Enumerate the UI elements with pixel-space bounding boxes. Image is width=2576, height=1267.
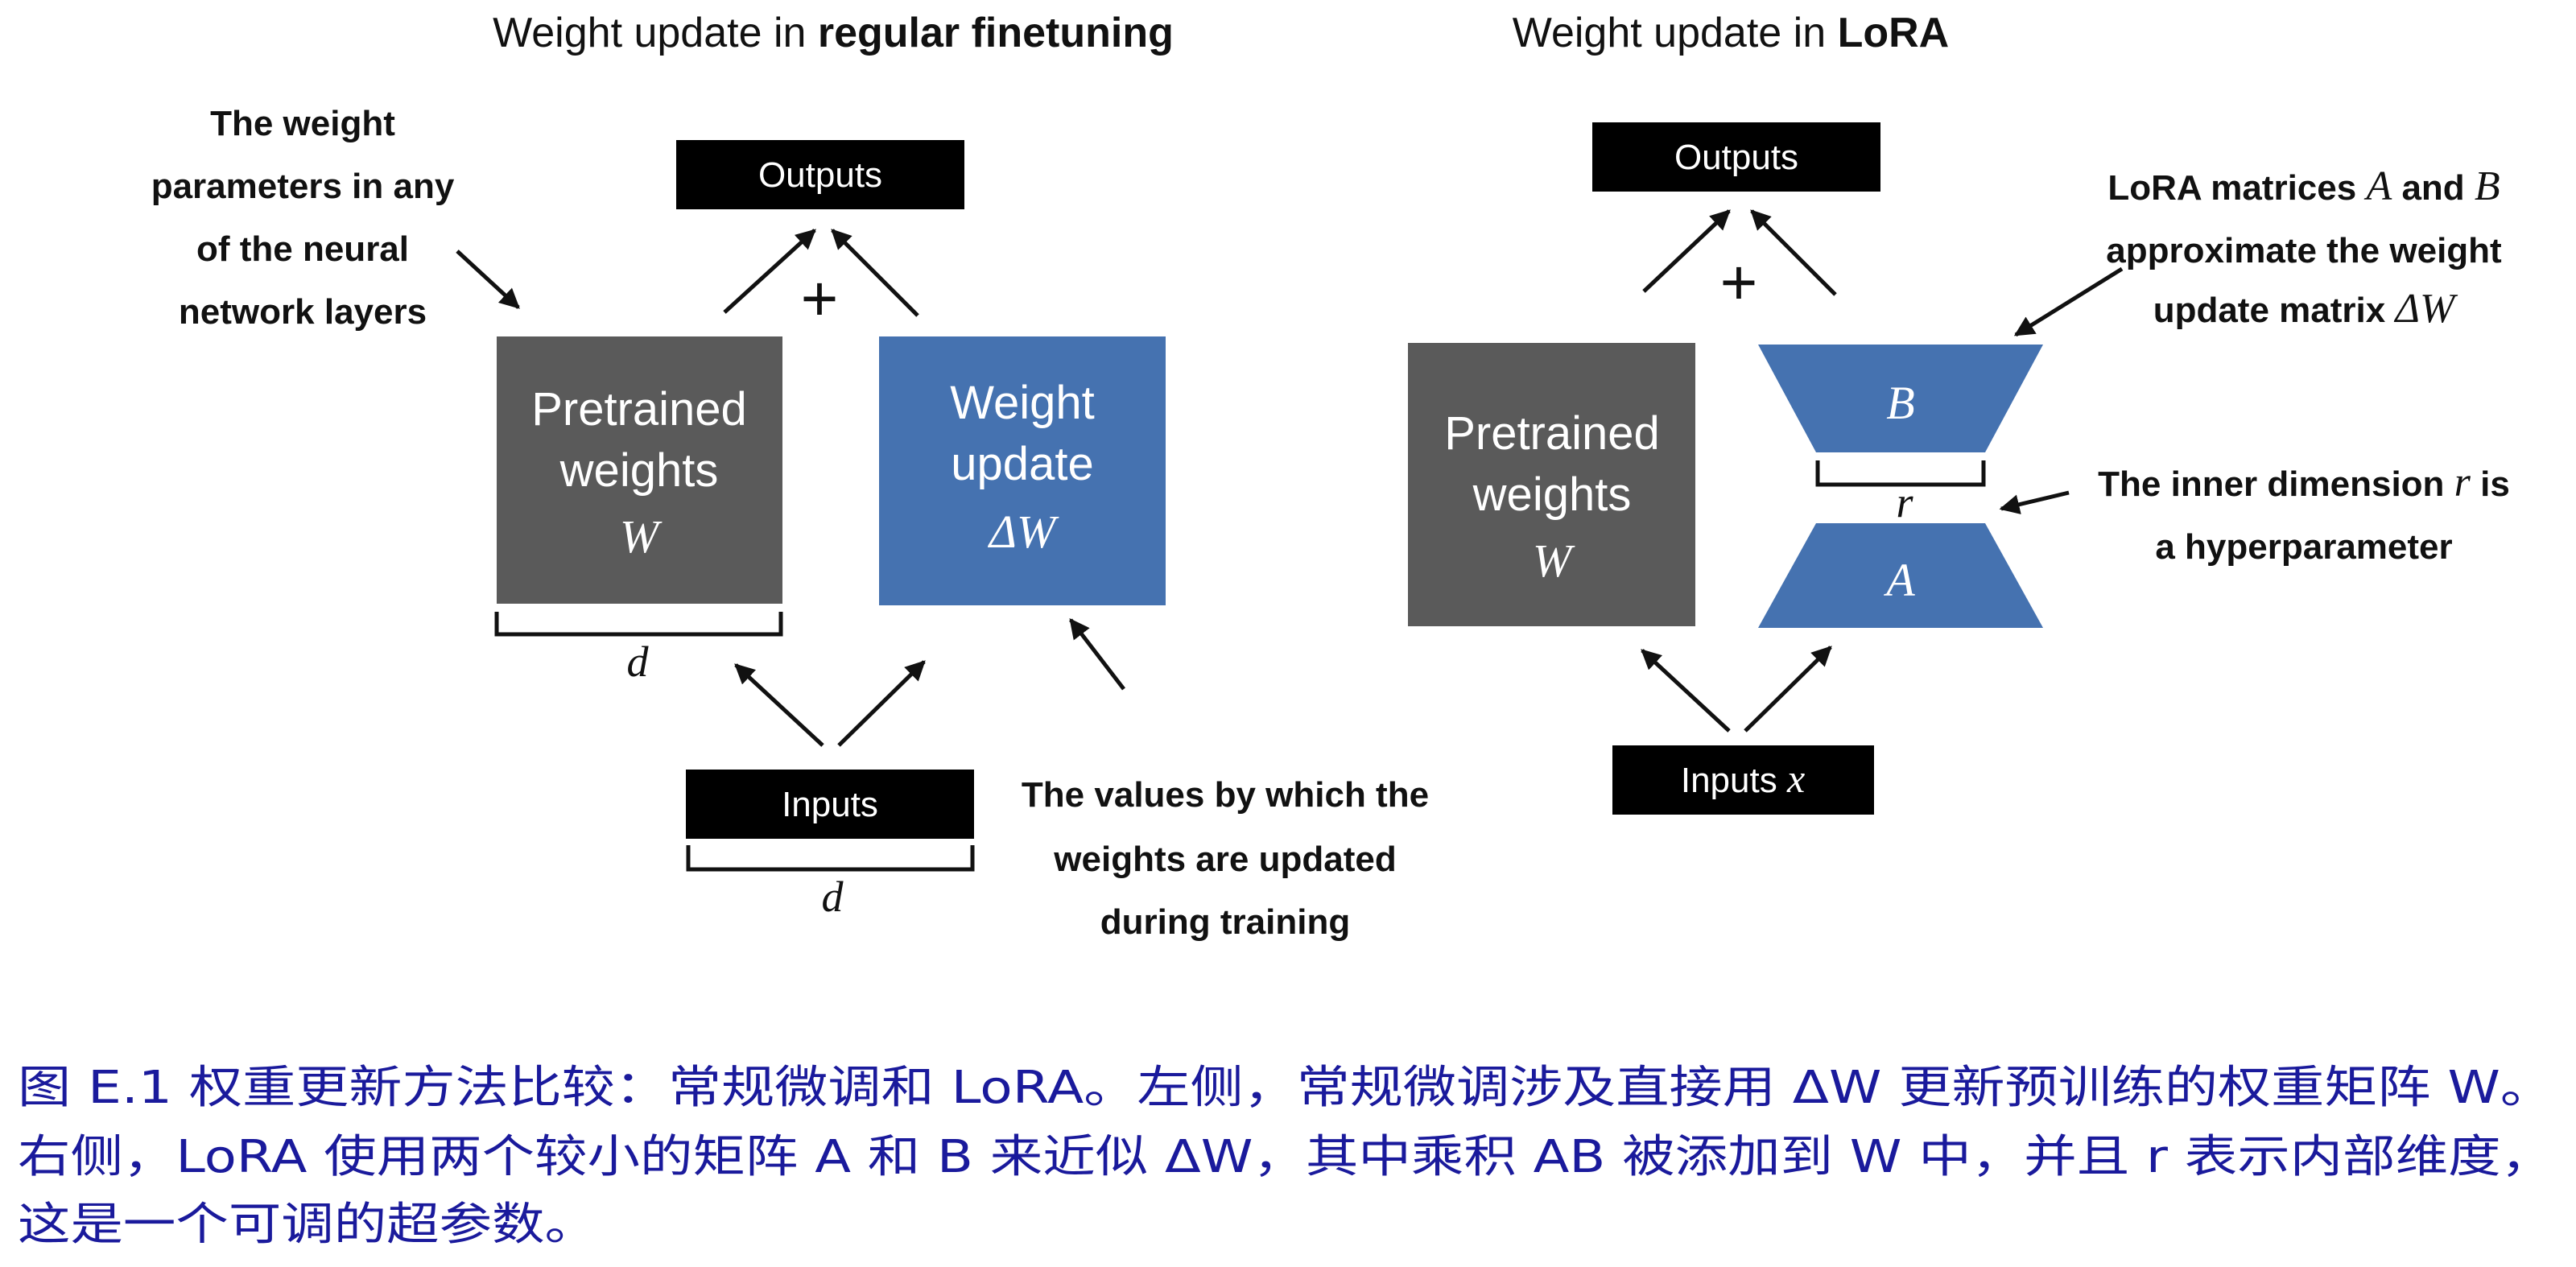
right-inputs-label: Inputs x — [1681, 756, 1805, 801]
left-annotation-weights-line3: of the neural — [196, 229, 409, 269]
right-outputs-label: Outputs — [1674, 138, 1798, 177]
right-arrow-to-outputs-1 — [1642, 209, 1731, 293]
right-annotation-rank-line2: a hyperparameter — [2155, 527, 2452, 567]
right-annotation-lora-mid: and — [2392, 168, 2475, 208]
lora-rank-bracket — [1815, 460, 1986, 487]
lora-matrix-a-shape — [1758, 523, 2043, 628]
figure-caption-line2: 右侧，LoRA 使用两个较小的矩阵 A 和 B 来近似 ΔW，其中乘积 AB 被… — [18, 1131, 2553, 1183]
lora-rank-label: r — [1896, 478, 1913, 526]
left-pretrained-line2: weights — [559, 444, 719, 497]
left-annotation-weights-line1: The weight — [210, 104, 395, 143]
right-annotation-lora-b: B — [2475, 163, 2500, 209]
left-outputs-box — [676, 140, 964, 209]
right-arrow-to-outputs-2 — [1750, 209, 1837, 296]
left-plus-sign: + — [801, 262, 839, 334]
right-arrow-inputs-to-lora — [1744, 646, 1832, 733]
left-annotation-values-line2: weights are updated — [1053, 840, 1396, 879]
right-pretrained-line1: Pretrained — [1444, 407, 1660, 460]
right-arrow-inputs-to-weights — [1641, 649, 1731, 733]
left-pretrained-weights-box — [497, 336, 782, 604]
right-annotation-lora-line3: update matrix ΔW — [2153, 286, 2458, 332]
left-annotation-values-line1: The values by which the — [1022, 775, 1429, 815]
right-panel-title: Weight update in LoRA — [1513, 10, 1949, 56]
right-title-prefix: Weight update in — [1513, 10, 1838, 56]
left-update-symbol: ΔW — [988, 506, 1059, 558]
right-title-bold: LoRA — [1838, 10, 1950, 56]
lora-matrix-b-label: B — [1886, 377, 1914, 429]
right-pretrained-symbol: W — [1533, 534, 1575, 587]
right-plus-sign: + — [1720, 246, 1758, 318]
left-weight-update-box — [879, 336, 1166, 605]
right-annotation-lora-arrow — [2013, 266, 2124, 337]
left-pretrained-symbol: W — [620, 510, 663, 563]
left-panel-title: Weight update in regular finetuning — [493, 10, 1174, 56]
right-outputs-box — [1592, 122, 1880, 192]
right-annotation-lora-prefix: LoRA matrices — [2107, 168, 2366, 208]
left-inputs-label: Inputs — [782, 785, 878, 824]
right-annotation-rank-suffix: is — [2471, 464, 2510, 504]
right-inputs-symbol: x — [1786, 756, 1805, 801]
right-annotation-lora-a: A — [2363, 163, 2392, 209]
left-arrow-to-outputs-2 — [831, 229, 919, 317]
left-annotation-values-arrow — [1069, 618, 1125, 691]
right-annotation-lora-line3-prefix: update matrix — [2153, 291, 2396, 330]
right-annotation-lora-line2: approximate the weight — [2106, 231, 2502, 270]
left-inputs-dim-label: d — [822, 873, 844, 921]
left-arrow-inputs-to-weights — [734, 663, 824, 747]
right-annotation-rank-line1: The inner dimension r is — [2098, 460, 2510, 506]
left-weights-dim-label: d — [627, 638, 650, 686]
right-annotation-lora-line1: LoRA matrices A and B — [2107, 163, 2500, 209]
left-annotation-weights-line2: parameters in any — [151, 167, 455, 206]
left-arrow-inputs-to-update — [837, 660, 926, 747]
left-outputs-label: Outputs — [758, 155, 882, 195]
lora-matrix-b-shape — [1758, 345, 2043, 452]
left-annotation-weights-line4: network layers — [179, 292, 427, 332]
figure-caption-line1: 图 E.1 权重更新方法比较：常规微调和 LoRA。左侧，常规微调涉及直接用 Δ… — [18, 1062, 2553, 1114]
figure-caption-line3: 这是一个可调的超参数。 — [18, 1199, 597, 1251]
left-title-prefix: Weight update in — [493, 10, 818, 56]
right-pretrained-line2: weights — [1472, 468, 1632, 521]
right-inputs-prefix: Inputs — [1681, 761, 1787, 800]
right-annotation-rank-symbol: r — [2454, 460, 2471, 506]
lora-matrix-a-label: A — [1883, 554, 1915, 606]
left-title-bold: regular finetuning — [818, 10, 1174, 56]
left-update-line2: update — [951, 438, 1093, 490]
left-annotation-weights-arrow — [456, 250, 520, 309]
left-update-line1: Weight — [950, 377, 1094, 429]
right-inputs-box — [1612, 745, 1874, 815]
left-inputs-dim-bracket — [686, 845, 975, 872]
right-annotation-lora-line3-symbol: ΔW — [2393, 286, 2458, 332]
left-annotation-values-line3: during training — [1100, 902, 1350, 942]
right-annotation-rank-arrow — [1999, 490, 2070, 514]
left-pretrained-line1: Pretrained — [531, 383, 747, 435]
left-arrow-to-outputs-1 — [723, 229, 816, 314]
right-pretrained-weights-box — [1408, 343, 1695, 626]
right-annotation-rank-prefix: The inner dimension — [2098, 464, 2454, 504]
left-weights-dim-bracket — [494, 612, 783, 637]
left-inputs-box — [686, 770, 974, 839]
